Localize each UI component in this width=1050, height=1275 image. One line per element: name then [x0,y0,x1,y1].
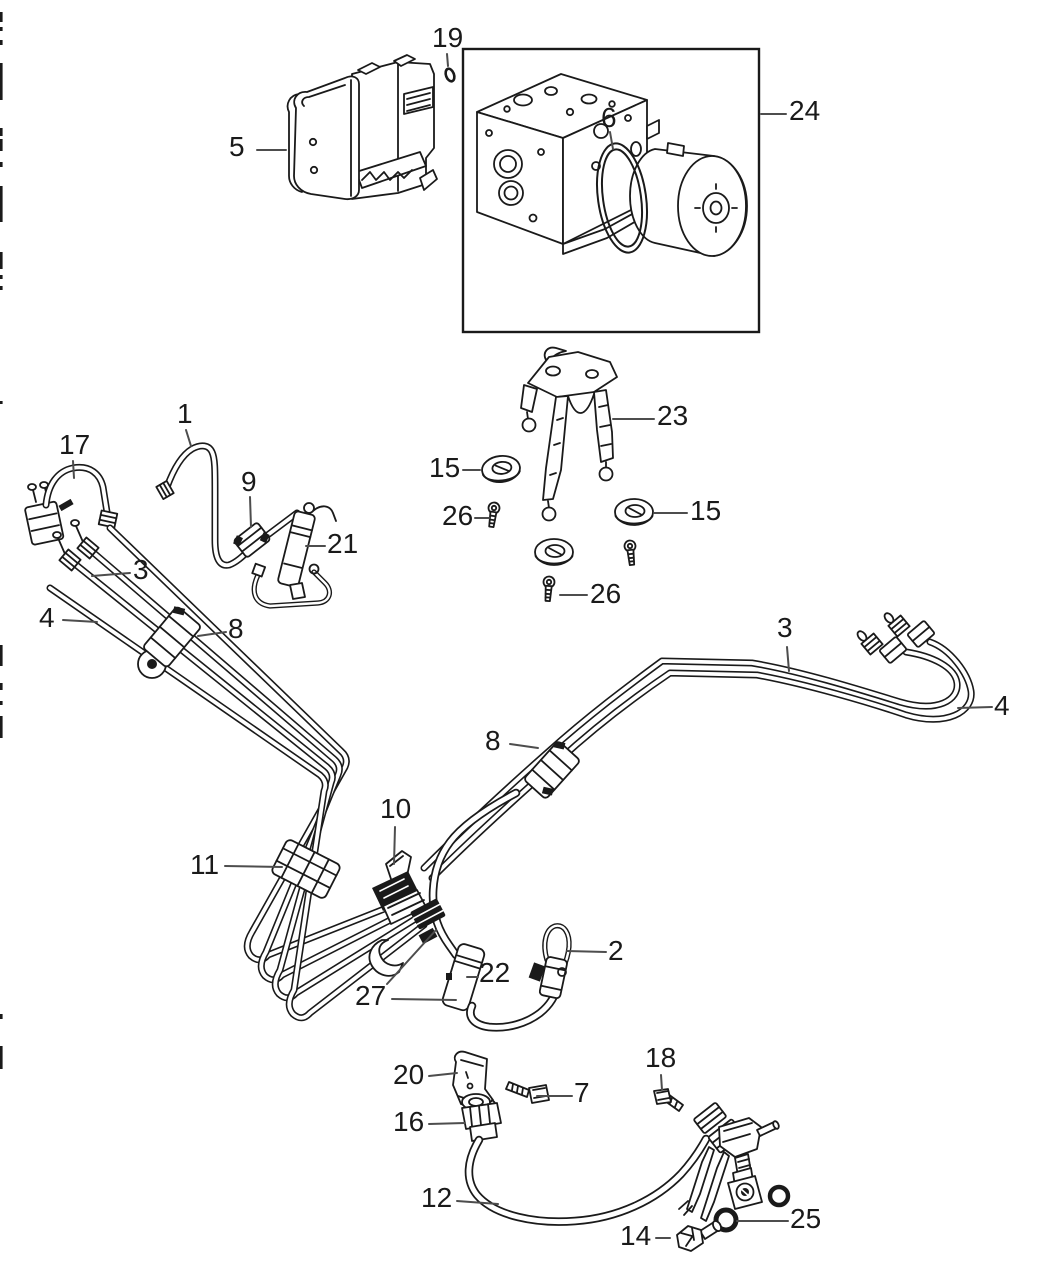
bolt-7 [505,1081,550,1104]
tube-clip-8-mid [524,740,580,799]
callout-20: 20 [393,1059,425,1090]
brake-tube-1 [155,442,301,569]
damper-21 [251,502,337,609]
callout-6: 6 [601,102,617,133]
callout-15-right: 15 [690,495,722,526]
brake-hose-12 [464,1134,711,1226]
callout-10: 10 [380,793,412,824]
callout-8-mid: 8 [485,725,501,756]
callout-7: 7 [574,1077,590,1108]
o-ring-small [444,67,456,83]
screw-right [623,539,639,567]
routing-clip-9 [233,522,271,558]
callout-22: 22 [479,957,511,988]
callout-18: 18 [645,1042,677,1073]
callout-12: 12 [421,1182,453,1213]
banjo-block [727,1153,763,1210]
callout-25: 25 [790,1203,822,1234]
brake-tube-3 [420,648,961,872]
callout-5: 5 [229,131,245,162]
callout-16: 16 [393,1106,425,1137]
hose-sleeve-22 [441,943,486,1012]
hcu-valve-block [476,73,660,255]
leader-lines [62,53,993,1239]
callout-15-left: 15 [429,452,461,483]
tube-clip-11 [271,839,341,899]
banjo-bolt-14 [676,1220,722,1252]
callout-17: 17 [59,429,91,460]
abs-control-module [286,54,438,201]
junction-bracket-10 [368,850,427,977]
brake-tube-bundle [46,519,428,1022]
grommet-center [534,538,574,566]
bolt-18 [653,1088,684,1112]
washer-25-a [767,1184,791,1208]
callout-4-left: 4 [39,602,55,633]
hcu-box-frame [461,47,761,334]
brake-hose-2 [466,923,572,1032]
hose-feed-tube [428,788,521,960]
callout-8-left: 8 [228,613,244,644]
washer-25-b [713,1207,739,1233]
hose-end-bracket [678,1102,780,1222]
callout-14: 14 [620,1220,652,1251]
fitting-16 [461,1093,502,1142]
callout-1: 1 [177,398,193,429]
callout-26-bottom: 26 [590,578,622,609]
grommet-right [614,498,654,526]
brake-tube-4 [428,638,975,882]
callout-9: 9 [241,466,257,497]
callout-27: 27 [355,980,387,1011]
callout-11: 11 [190,849,220,880]
o-ring [596,142,648,254]
callout-26-left: 26 [442,500,474,531]
callout-2: 2 [608,935,624,966]
callout-24: 24 [789,95,821,126]
screw-left [485,500,502,529]
callout-19: 19 [432,22,464,53]
callout-23: 23 [657,400,689,431]
callout-3-left: 3 [133,554,149,585]
mounting-bracket [520,346,618,522]
page-edge-marks [0,12,3,1069]
tube-clip-8-left [137,606,201,679]
routing-clip-27 [410,898,446,945]
pump-motor [629,142,748,257]
tube-fittings-right [856,612,935,664]
callout-21: 21 [327,528,359,559]
screw-center [541,575,556,603]
grommet-left [479,453,523,485]
callout-3-right: 3 [777,612,793,643]
callout-4-right: 4 [994,690,1010,721]
